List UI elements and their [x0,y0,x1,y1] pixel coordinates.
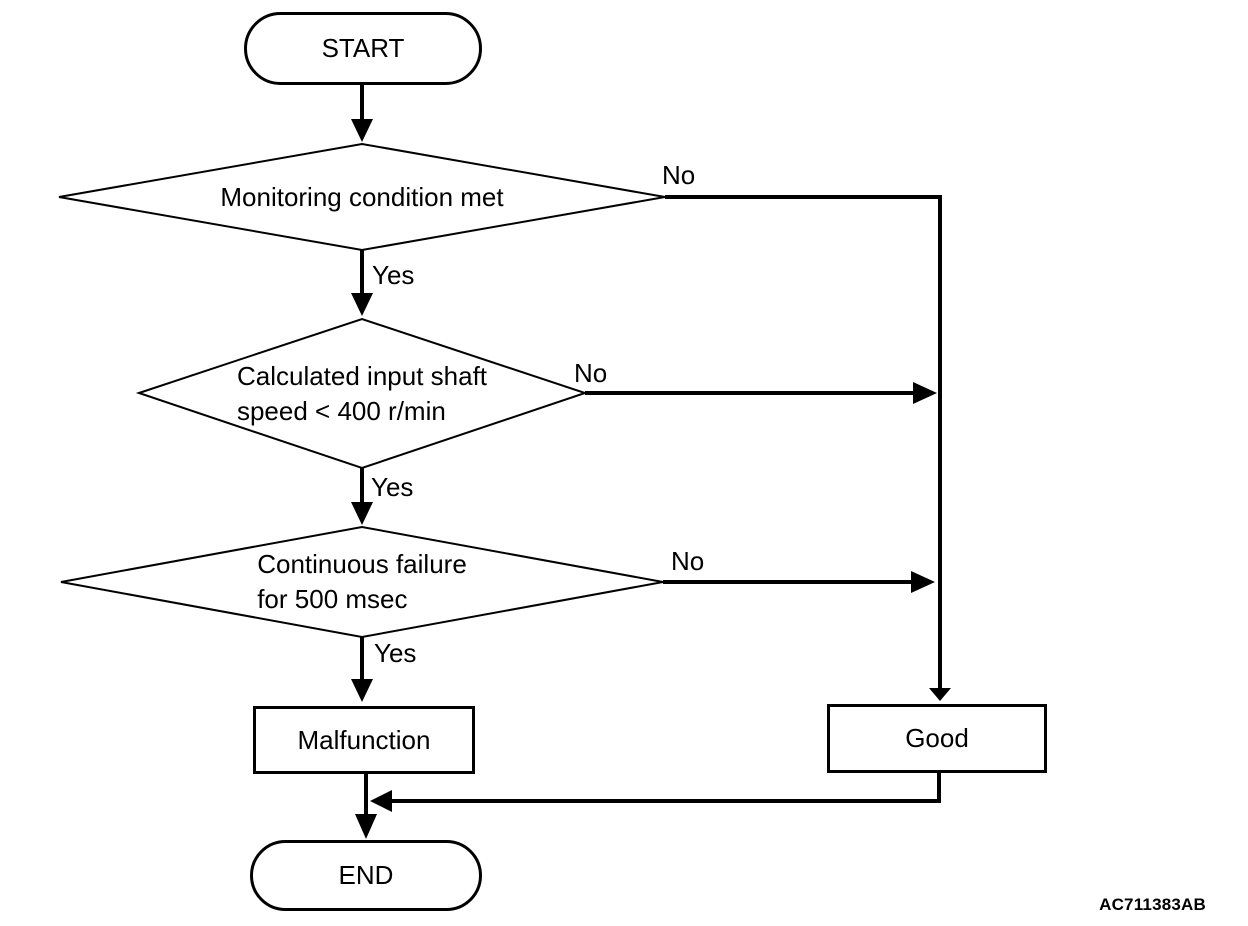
arrowhead-good-join [370,790,392,812]
edge-label-continuous-failure-no: No [671,546,705,576]
start-terminator: START [244,12,482,85]
edge-label-input-shaft-yes: Yes [371,472,414,502]
malfunction-label: Malfunction [297,724,431,755]
arrowhead-continuous-failure-yes [351,679,373,702]
decision-monitoring-text: Monitoring condition met [59,144,665,250]
end-label: END [338,860,394,890]
decision-input-shaft-speed-text: Calculated input shaft speed < 400 r/min [139,319,585,468]
decision-monitoring-label: Monitoring condition met [220,181,504,212]
edge-label-monitoring-no: No [662,160,696,190]
end-terminator: END [250,840,482,911]
decision-input-shaft-speed-label: Calculated input shaft speed < 400 r/min [237,359,487,429]
arrowhead-into-end [355,814,377,839]
arrow-monitoring-no-rail [665,195,942,690]
good-label: Good [905,723,969,753]
input-shaft-line1: Calculated input shaft [236,360,488,391]
arrowhead-into-good [929,688,951,701]
arrowhead-monitoring-yes [351,293,373,316]
continuous-failure-line1: Continuous failure [257,549,467,579]
edge-label-input-shaft-no: No [574,358,608,388]
continuous-failure-line2: for 500 msec [257,584,408,614]
input-shaft-line2: speed < 400 r/min [236,395,446,426]
arrowhead-input-shaft-yes [351,502,373,525]
edge-label-continuous-failure-yes: Yes [374,638,417,668]
decision-continuous-failure-text: Continuous failure for 500 msec [61,527,663,637]
figure-code: AC711383AB [1099,895,1206,914]
decision-continuous-failure-label: Continuous failure for 500 msec [257,547,467,617]
good-box: Good [827,704,1047,773]
arrowhead-input-shaft-no [913,382,937,404]
start-label: START [321,33,405,63]
arrow-good-join [392,773,941,803]
edge-label-monitoring-yes: Yes [372,260,415,290]
arrowhead-start-to-monitoring [351,119,373,142]
malfunction-box: Malfunction [253,706,475,774]
arrowhead-continuous-failure-no [911,571,935,593]
